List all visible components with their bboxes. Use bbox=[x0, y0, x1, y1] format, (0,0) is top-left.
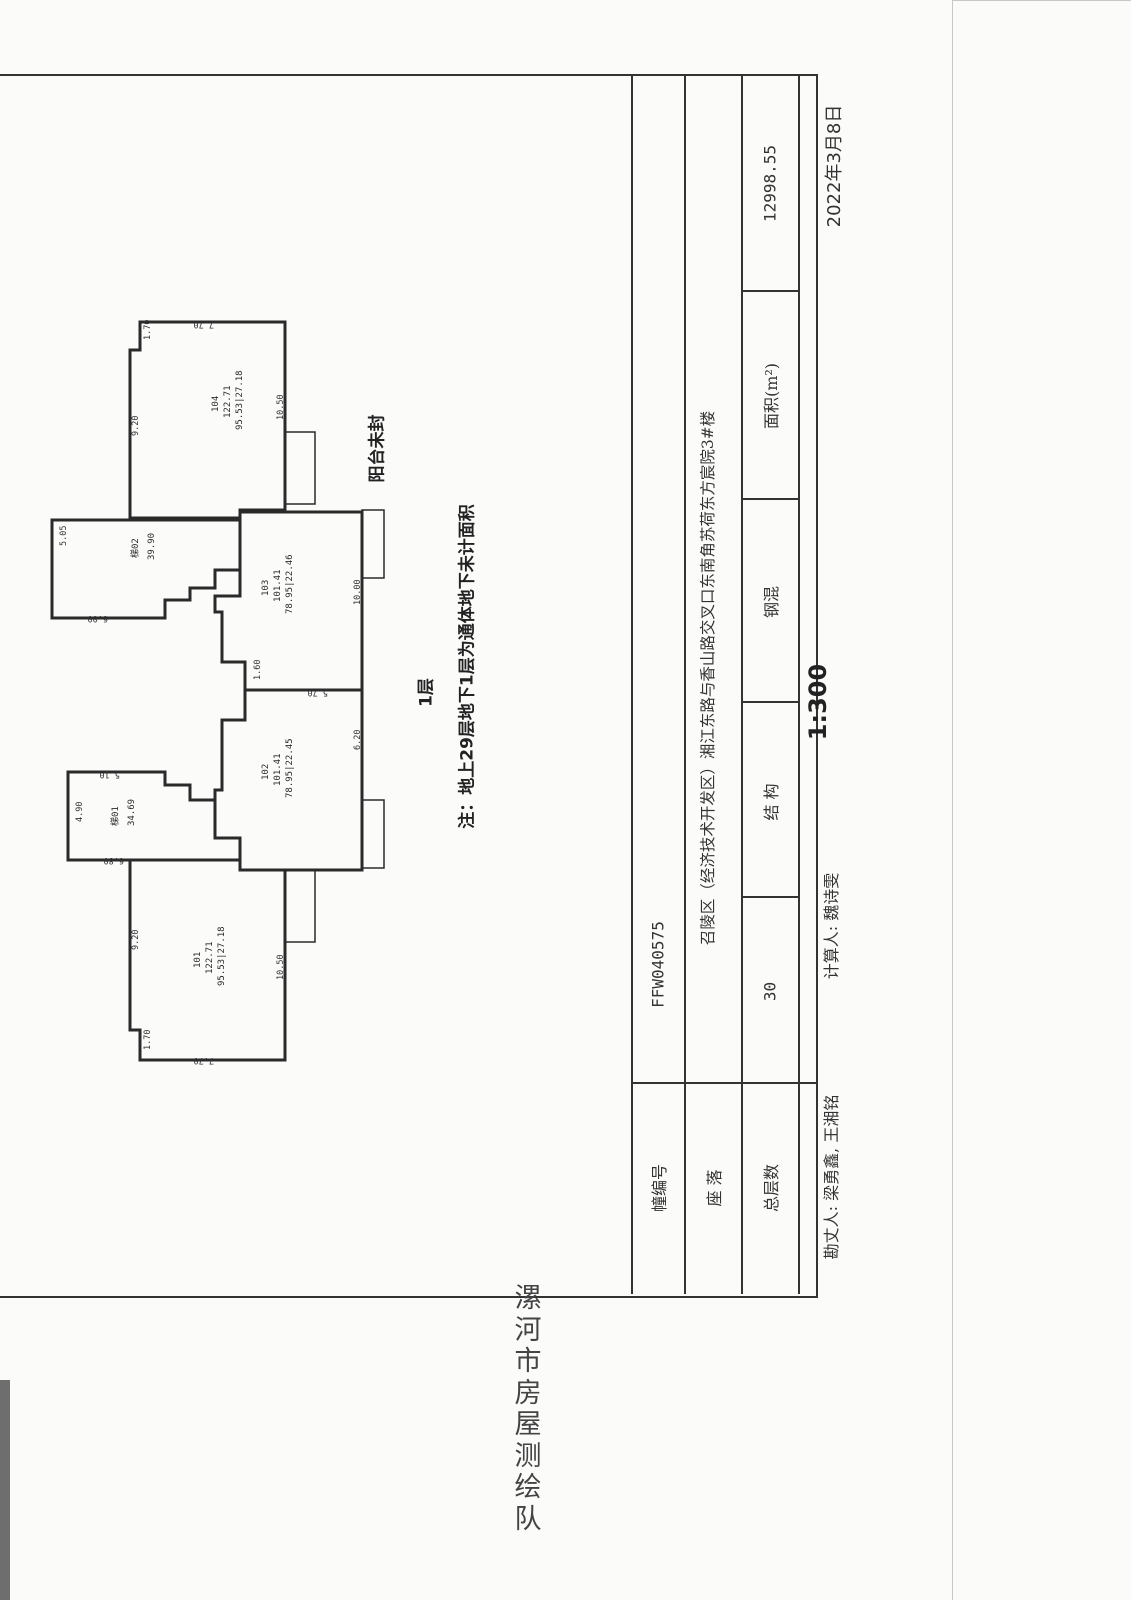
balcony-104 bbox=[284, 431, 316, 505]
dimension-label: 6.80 bbox=[104, 855, 124, 865]
org-char: 屋 bbox=[514, 1409, 542, 1440]
unit-103-outline bbox=[213, 510, 364, 692]
scan-edge-shadow bbox=[0, 1380, 10, 1600]
org-char: 河 bbox=[514, 1314, 542, 1346]
dimension-label: 9.20 bbox=[131, 416, 141, 436]
drawing-frame bbox=[0, 74, 818, 1298]
unit-101-id: 101 bbox=[193, 952, 203, 968]
unit-104-id: 104 bbox=[211, 396, 221, 412]
stair-02-outline bbox=[50, 518, 242, 620]
unit-101-outline bbox=[128, 858, 287, 1062]
unit-103-sub: 78.95|22.46 bbox=[285, 554, 295, 614]
balcony-103 bbox=[361, 509, 385, 579]
unit-104-outline bbox=[128, 320, 287, 520]
org-char: 测 bbox=[514, 1440, 542, 1472]
unit-104-area: 122.71 bbox=[223, 385, 233, 418]
dimension-label: 7.70 bbox=[194, 1055, 214, 1065]
stair-01-outline bbox=[66, 770, 242, 862]
unit-102-id: 102 bbox=[261, 764, 271, 780]
unit-101-area: 122.71 bbox=[205, 941, 215, 974]
org-char: 漯 bbox=[514, 1283, 542, 1314]
org-char: 绘 bbox=[514, 1472, 542, 1503]
dimension-label: 1.70 bbox=[143, 1030, 153, 1050]
stair-02-area: 39.90 bbox=[147, 533, 157, 560]
org-char: 房 bbox=[514, 1377, 542, 1409]
stair-01-area: 34.69 bbox=[127, 799, 137, 826]
balcony-101 bbox=[284, 869, 316, 943]
dimension-label: 7.70 bbox=[194, 319, 214, 329]
balcony-102 bbox=[361, 799, 385, 869]
dimension-label: 6.00 bbox=[88, 613, 108, 623]
org-char: 市 bbox=[514, 1346, 542, 1377]
organization-name: 漯 河 市 房 屋 测 绘 队 bbox=[510, 1283, 546, 1535]
dimension-label: 10.00 bbox=[353, 579, 363, 605]
dimension-label: 1.60 bbox=[253, 660, 263, 680]
unit-103-id: 103 bbox=[261, 580, 271, 596]
unit-102-sub: 78.95|22.45 bbox=[285, 738, 295, 798]
dimension-label: 9.20 bbox=[131, 930, 141, 950]
unit-104-sub: 95.53|27.18 bbox=[235, 370, 245, 430]
unit-101-sub: 95.53|27.18 bbox=[217, 926, 227, 986]
dimension-label: 5.70 bbox=[308, 687, 328, 697]
unit-102-area: 101.41 bbox=[273, 753, 283, 786]
dimension-label: 1.70 bbox=[143, 320, 153, 340]
dimension-label: 10.50 bbox=[276, 394, 286, 420]
dimension-label: 5.05 bbox=[59, 526, 69, 546]
dimension-label: 5.10 bbox=[100, 769, 120, 779]
dimension-label: 10.50 bbox=[276, 954, 286, 980]
dimension-label: 4.90 bbox=[75, 802, 85, 822]
unit-103-area: 101.41 bbox=[273, 569, 283, 602]
org-char: 队 bbox=[514, 1503, 542, 1535]
stair-02-id: 梯02 bbox=[129, 538, 141, 558]
dimension-label: 6.20 bbox=[353, 730, 363, 750]
stair-01-id: 梯01 bbox=[109, 806, 121, 826]
